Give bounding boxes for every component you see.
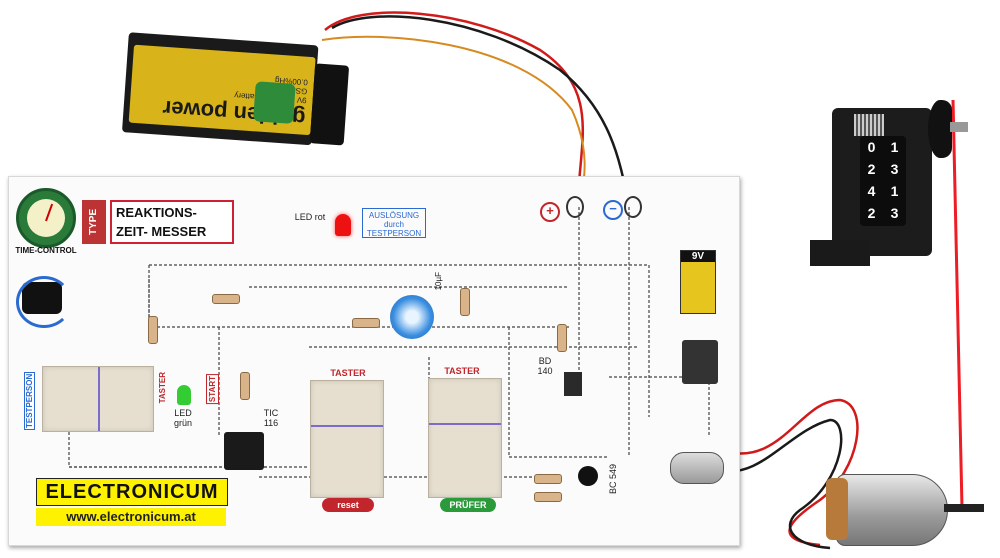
taster-label-right: TASTER — [444, 366, 480, 376]
taster-label-left: TASTER — [158, 372, 167, 404]
motor-symbol-icon — [16, 272, 72, 328]
gauge-icon — [16, 188, 76, 248]
counter-spring — [854, 114, 884, 136]
battery-red-wire — [324, 11, 585, 201]
thread-line — [951, 99, 964, 509]
motor-endcap — [826, 478, 848, 540]
gauge-label: TIME-CONTROL — [15, 246, 77, 255]
transistor-bc549 — [578, 466, 598, 486]
brand-url[interactable]: www.electronicum.at — [36, 508, 226, 526]
counter-shaft — [950, 122, 968, 132]
bd-label: BD 140 — [537, 356, 553, 376]
motor-shaft — [944, 504, 984, 512]
board-battery-label: 9V — [681, 251, 715, 262]
reset-label: reset — [322, 498, 374, 512]
motor-black-wire — [719, 418, 843, 550]
bc-label: BC 549 — [608, 464, 618, 495]
counter-digit: 2 — [867, 161, 876, 177]
counter-drum: 0 1 2 3 4 1 2 3 — [860, 136, 906, 226]
key-divider-2 — [311, 425, 383, 427]
resistor-3 — [352, 318, 380, 328]
resistor-1 — [212, 294, 240, 304]
counter-digit: 4 — [867, 183, 876, 199]
capacitor — [390, 295, 434, 339]
prufer-taster-key[interactable] — [428, 378, 502, 498]
led-green — [177, 385, 191, 405]
microswitch — [682, 340, 718, 384]
title-line-1: REAKTIONS- — [116, 205, 197, 220]
resistor-4 — [460, 288, 470, 316]
counter-digit: 1 — [890, 183, 899, 199]
battery-black-wire — [331, 15, 630, 203]
counter-pulley — [928, 100, 952, 158]
motor-symbol-arrow — [16, 276, 72, 328]
dc-motor — [818, 468, 988, 552]
motor-red-wire — [719, 398, 859, 547]
counter-digit: 1 — [890, 139, 899, 155]
counter-digit: 3 — [890, 205, 899, 221]
led-green-label: LED grün — [173, 408, 192, 428]
counter-digit: 2 — [867, 205, 876, 221]
thyristor — [224, 432, 264, 470]
resistor-2 — [148, 316, 158, 344]
brand-logo: ELECTRONICUM — [36, 478, 228, 506]
battery-green-emblem — [253, 81, 296, 124]
board-battery-icon: 9V — [680, 250, 716, 314]
resistor-5 — [240, 372, 250, 400]
key-divider — [98, 367, 100, 431]
title-line-2: ZEIT- MESSER — [116, 224, 207, 239]
counter-base-plate — [810, 240, 870, 266]
mechanical-counter: 0 1 2 3 4 1 2 3 — [810, 100, 968, 270]
key-divider-3 — [429, 423, 501, 425]
reset-taster-key[interactable] — [310, 380, 384, 498]
battery-orange-wire — [321, 35, 586, 201]
led-red-label: LED rot — [294, 212, 326, 222]
minus-terminal-screw — [624, 196, 642, 218]
plus-symbol: + — [546, 203, 554, 218]
minus-symbol: − — [609, 201, 617, 216]
testperson-taster-key[interactable] — [42, 366, 154, 432]
battery-9v: golden power 9V Long Life Battery GSP22 … — [121, 32, 354, 152]
battery-clip — [309, 63, 350, 146]
counter-digit: 3 — [890, 161, 899, 177]
led-red — [335, 214, 351, 236]
title-box: REAKTIONS- ZEIT- MESSER — [110, 200, 234, 244]
plus-terminal-screw — [566, 196, 584, 218]
board-motor — [670, 452, 724, 484]
resistor-6 — [557, 324, 567, 352]
transistor-bd140 — [564, 372, 582, 396]
counter-digit: 0 — [867, 139, 876, 155]
minus-terminal-icon: − — [603, 200, 623, 220]
resistor-7 — [534, 474, 562, 484]
prufer-label: PRÜFER — [440, 498, 496, 512]
counter-digits: 0 1 2 3 4 1 2 3 — [860, 136, 906, 224]
type-tag: TYPE 096 — [82, 200, 123, 244]
release-label: AUSLÖSUNG durch TESTPERSON — [362, 208, 426, 238]
tic-label: TIC 116 — [263, 408, 279, 428]
testperson-label: TESTPERSON — [24, 372, 35, 430]
capacitor-label: 10µF — [434, 272, 443, 291]
resistor-8 — [534, 492, 562, 502]
start-label: START — [206, 374, 219, 405]
plus-terminal-icon: + — [540, 202, 560, 222]
motor-can — [836, 474, 948, 546]
taster-label-center: TASTER — [330, 368, 366, 378]
